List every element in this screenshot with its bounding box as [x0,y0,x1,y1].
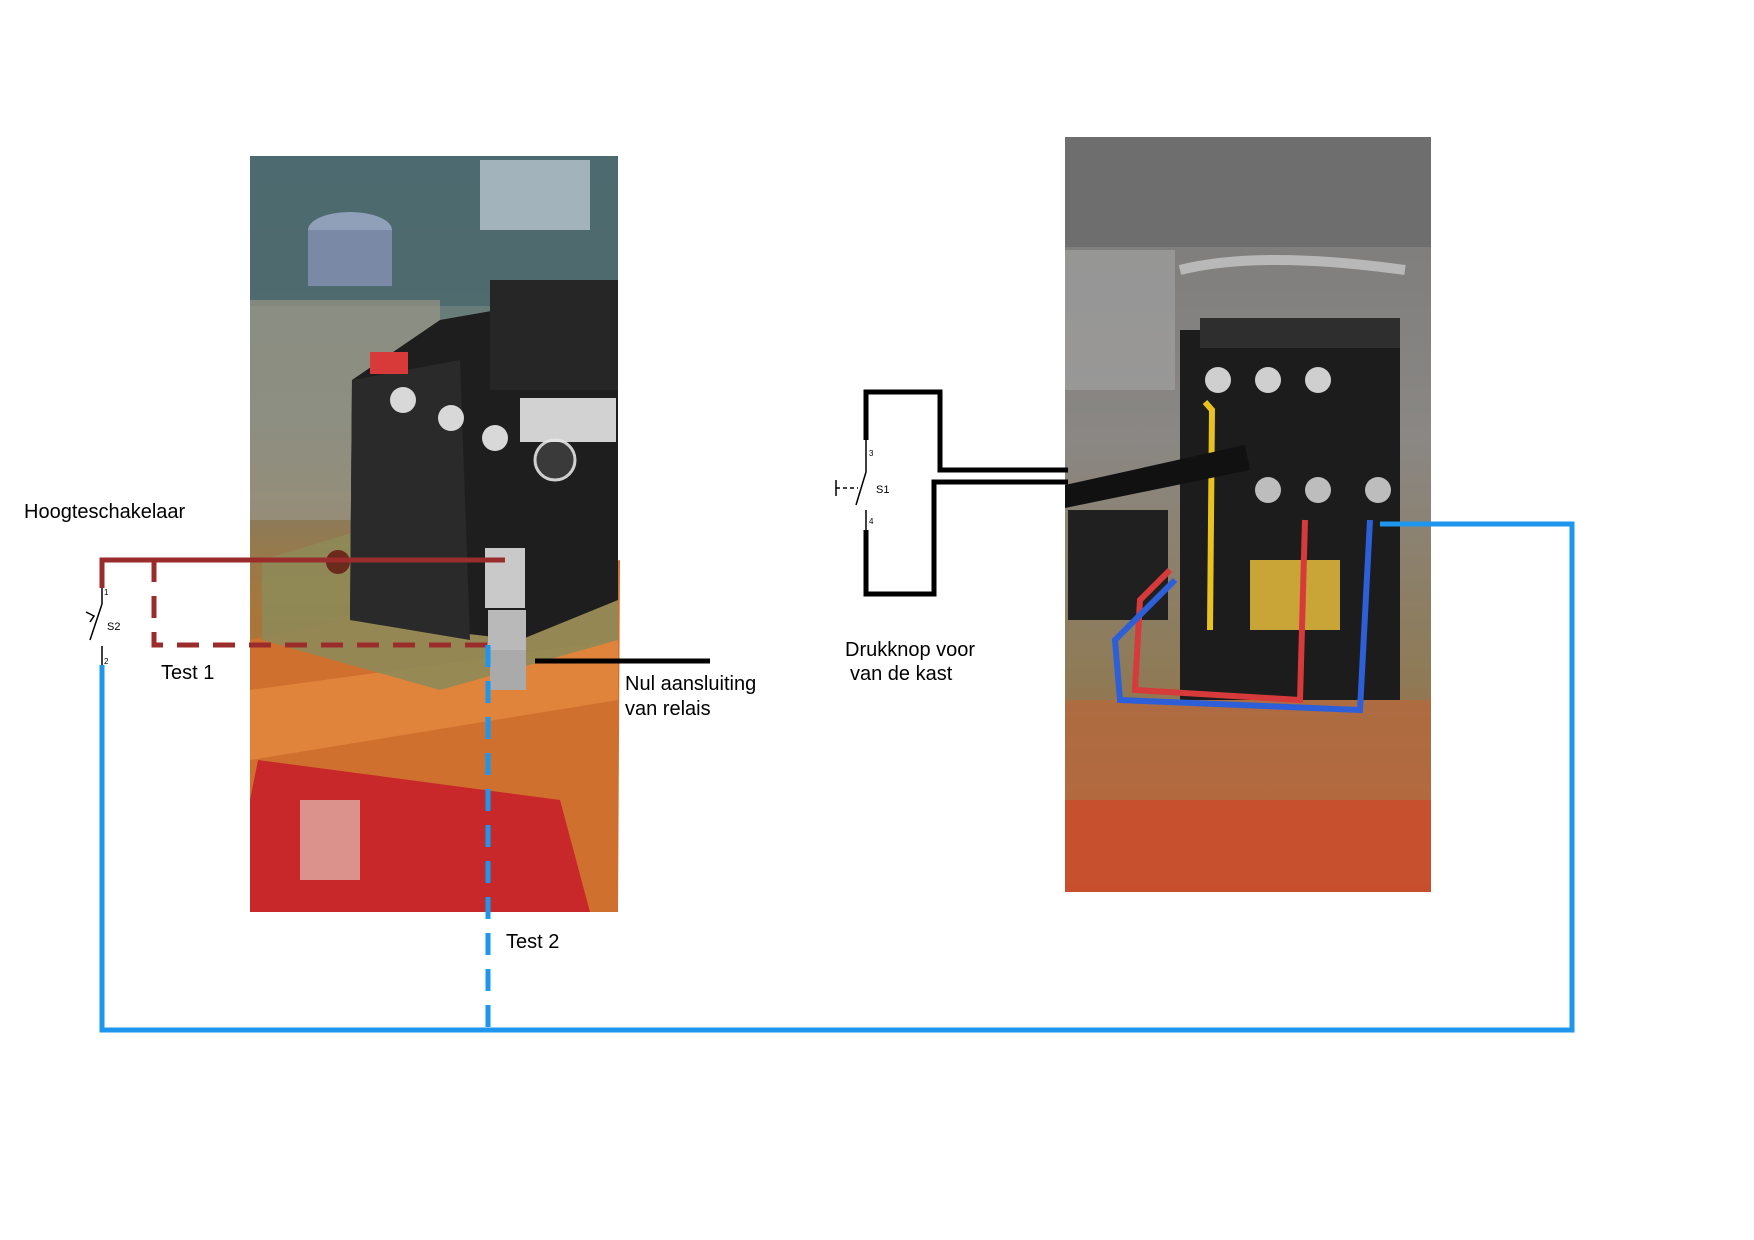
button-label-line1: Drukknop voor [845,639,976,661]
relay-photo-right [1065,137,1431,892]
switch-s1-label: S1 [876,484,889,496]
switch-s2-symbol [85,588,103,665]
high-switch-label: Hoogteschakelaar [24,501,186,523]
neutral-label-line2: van relais [625,698,711,720]
switch-s1-pin-top: 3 [869,449,874,458]
switch-s1-symbol [835,440,867,530]
test1-label: Test 1 [161,662,215,684]
button-wire-black [863,389,1068,597]
switch-s1-pin-bottom: 4 [869,517,874,526]
button-label-line2: van de kast [850,663,953,685]
test1-dashed-wire [151,560,490,648]
brown-wire [99,557,505,588]
switch-s2-pin-top: 1 [104,588,109,597]
blue-wire [99,521,1575,1033]
switch-s2-pin-bottom: 2 [104,657,109,666]
neutral-label-line1: Nul aansluiting [625,673,757,695]
relay-photo-left [250,156,620,912]
switch-s2-label: S2 [107,621,120,633]
test2-label: Test 2 [506,931,560,953]
